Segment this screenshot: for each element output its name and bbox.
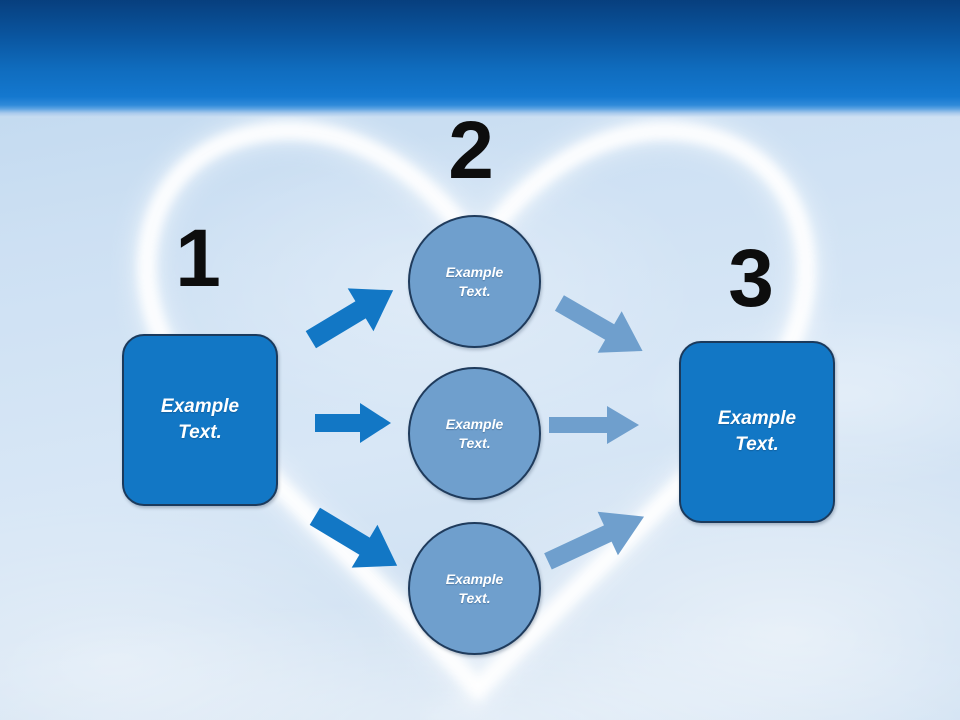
start-box-line1: Example xyxy=(160,396,240,418)
end-box-line2: Text. xyxy=(735,434,779,455)
arrow-right-icon[interactable] xyxy=(547,403,641,447)
arrow-right-icon[interactable] xyxy=(313,401,393,445)
circle-middle-line2: Text. xyxy=(458,434,491,451)
step-number-1: 1 xyxy=(175,213,221,304)
arrow-down-right-icon[interactable] xyxy=(549,288,653,366)
step-number-2: 2 xyxy=(448,105,494,196)
start-box-line2: Text. xyxy=(178,422,222,443)
end-box-line1: Example xyxy=(717,408,797,430)
circle-bottom-line1: Example xyxy=(445,570,504,587)
title-bar-fade xyxy=(0,105,960,118)
arrow-up-right-icon[interactable] xyxy=(300,276,404,354)
circle-top-line1: Example xyxy=(445,263,504,280)
arrow-up-right-icon[interactable] xyxy=(539,500,653,578)
circle-middle-line1: Example xyxy=(445,415,504,432)
circle-top-line2: Text. xyxy=(458,282,491,299)
arrow-down-right-icon[interactable] xyxy=(304,502,408,580)
step-number-3: 3 xyxy=(728,233,774,324)
circle-bottom-line2: Text. xyxy=(458,589,491,606)
title-bar xyxy=(0,0,960,105)
